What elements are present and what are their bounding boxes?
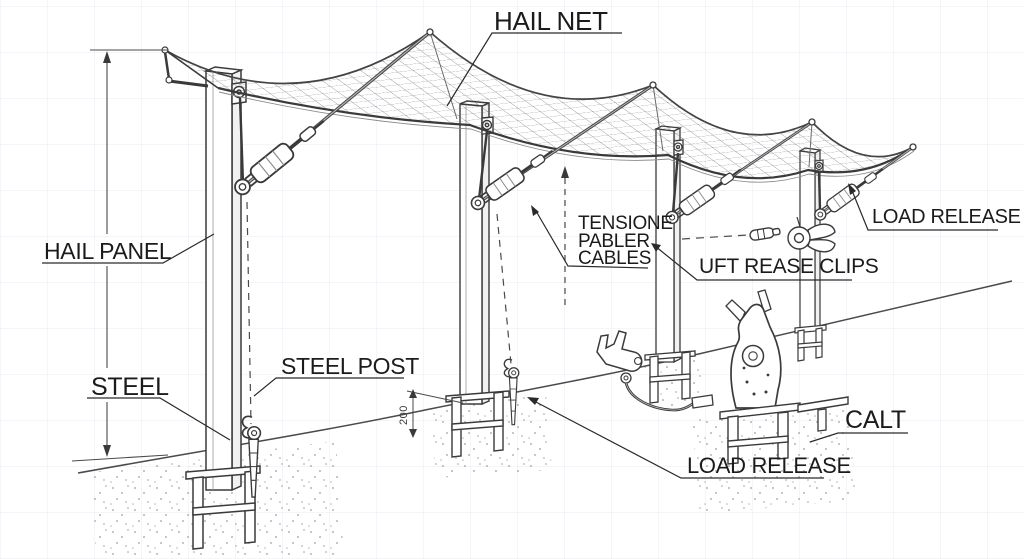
height-dimension: [71, 49, 169, 462]
steel-post-1: [185, 66, 261, 550]
label-dimension-200: 200: [398, 405, 410, 425]
label-tension-cables-line2: PABLER: [578, 230, 650, 252]
label-load-release-bottom: LOAD RELEASE: [687, 453, 851, 478]
depth-dimension-200: [406, 390, 464, 434]
dim-arrow-up: [103, 51, 111, 63]
leader-arrowheads: [527, 183, 856, 405]
dim200-arrow-up: [409, 389, 417, 398]
label-tension-cables-line3: CABLES: [578, 248, 652, 269]
steel-post-2: [445, 100, 510, 458]
release-clip-detail: [749, 216, 836, 253]
label-load-release-right: LOAD RELEASE: [872, 206, 1021, 228]
label-steel: STEEL: [91, 373, 169, 401]
hail-net-canopy: [164, 30, 915, 183]
label-leaders: [42, 32, 998, 479]
label-hail-panel: HAIL PANEL: [44, 238, 172, 264]
dim200-arrow-down: [409, 429, 417, 438]
label-tension-cables: TENSIONE PABLER CABLES: [578, 213, 673, 269]
dim-arrow-down: [103, 445, 111, 457]
label-calt: CALT: [845, 406, 906, 434]
hail-net-mesh: [165, 32, 913, 179]
hanger-links: [238, 97, 822, 214]
net-peak-fittings: [426, 28, 917, 151]
up-arrowhead: [561, 166, 569, 178]
label-tension-cables-line1: TENSIONE: [578, 213, 673, 234]
load-release-device: [596, 289, 849, 465]
label-steel-post: STEEL POST: [281, 353, 420, 379]
label-hail-net: HAIL NET: [494, 6, 608, 36]
ground-line: [77, 280, 1013, 474]
label-lift-release-clips: UFT REASE CLIPS: [699, 255, 879, 278]
dashed-guides: [246, 176, 749, 425]
